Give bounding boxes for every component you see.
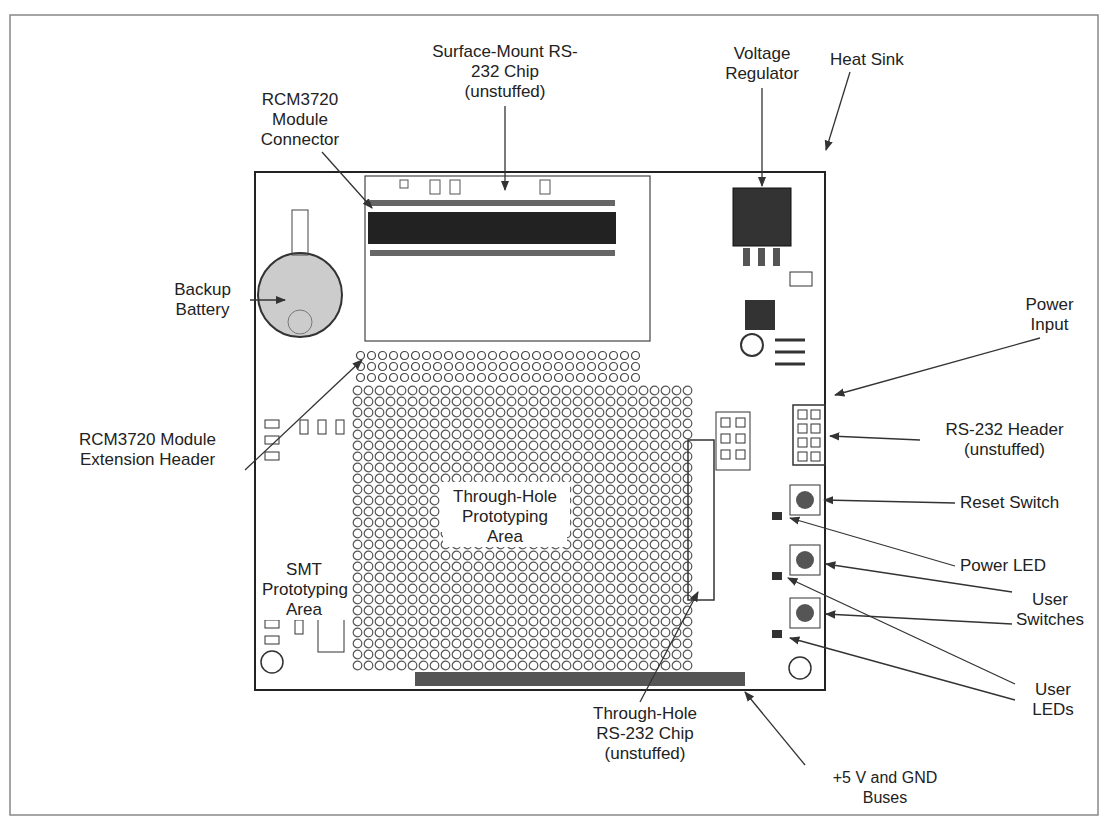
battery-mark	[288, 310, 312, 334]
voltage-regulator	[733, 188, 791, 246]
power-buses	[415, 672, 745, 686]
callout-label: Heat Sink	[830, 50, 925, 70]
board-outline	[255, 172, 825, 690]
pin-header	[716, 412, 750, 470]
callout-label: Power Input	[1012, 295, 1087, 335]
callout-label: User Switches	[1010, 590, 1090, 630]
callout-label: Through-Hole RS-232 Chip (unstuffed)	[580, 704, 710, 764]
power-input-pins	[775, 340, 805, 364]
header-pins	[721, 410, 820, 461]
callout-label: RS-232 Header (unstuffed)	[922, 420, 1087, 460]
capacitor	[741, 334, 763, 356]
leader-lines	[245, 72, 1040, 765]
through-hole-area	[352, 385, 693, 671]
diode	[790, 272, 812, 286]
callout-label: +5 V and GND Buses	[815, 768, 955, 808]
module-footprint	[365, 176, 650, 341]
module-connector	[368, 212, 616, 244]
battery-clip	[292, 210, 308, 255]
leds	[772, 512, 782, 638]
callout-label: Surface-Mount RS-232 Chip (unstuffed)	[430, 42, 580, 102]
power-component	[745, 300, 775, 330]
extension-header	[355, 350, 641, 383]
callout-label: Voltage Regulator	[712, 44, 812, 84]
callout-label: Power LED	[960, 556, 1070, 576]
callout-label: Backup Battery	[160, 280, 245, 320]
callout-label: RCM3720 Module Extension Header	[45, 430, 250, 470]
mounting-holes	[261, 651, 811, 679]
callout-label: RCM3720 Module Connector	[250, 90, 350, 150]
callout-label: SMT Prototyping Area	[262, 560, 346, 620]
callout-label: User LEDs	[1018, 680, 1088, 720]
smt-area	[258, 386, 350, 676]
rs232-chip-footprint	[688, 440, 714, 600]
switches	[790, 485, 820, 628]
connector-pins	[370, 200, 615, 256]
callout-label: Reset Switch	[960, 493, 1085, 513]
callout-label: Through-Hole Prototyping Area	[443, 487, 567, 547]
outer-frame	[10, 15, 1098, 815]
smd-pads	[400, 180, 550, 194]
regulator-pins	[743, 248, 780, 266]
backup-battery	[258, 253, 342, 337]
rs232-header	[793, 405, 825, 465]
